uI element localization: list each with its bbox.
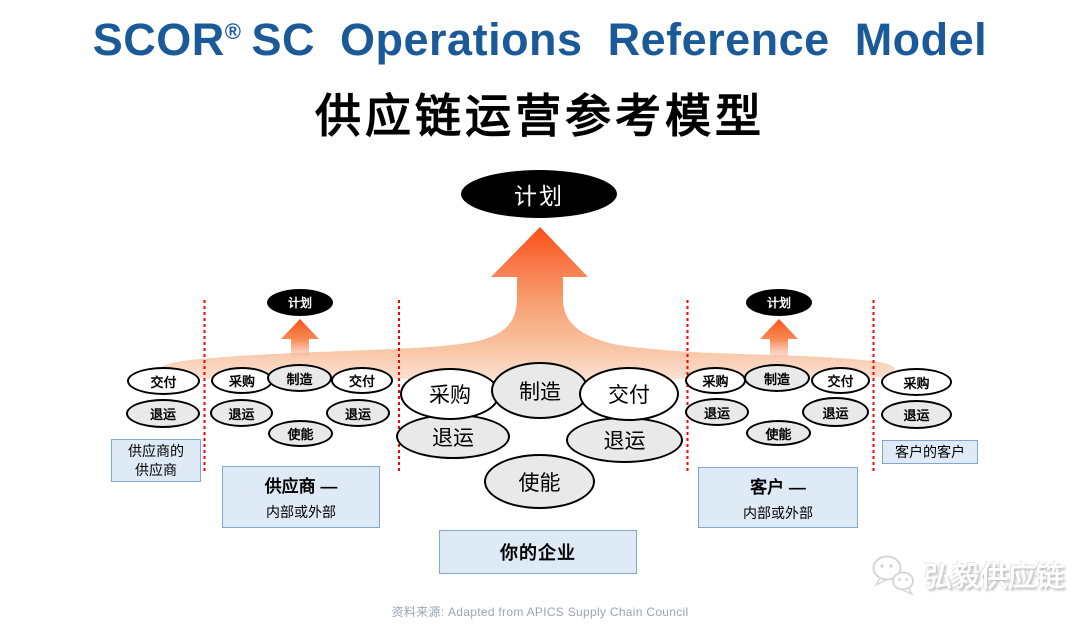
central-plan-arrow <box>491 227 588 277</box>
supplier-label-sub: 内部或外部 <box>266 504 336 520</box>
company-make-ellipse: 制造 <box>491 362 589 419</box>
company-return-right-ellipse: 退运 <box>566 417 683 463</box>
suppliers-supplier-deliver-ellipse: 交付 <box>127 367 200 395</box>
customer-label-title: 客户 — <box>750 477 806 497</box>
customers-customer-source-ellipse: 采购 <box>881 368 952 396</box>
suppliers-supplier-label-line2: 供应商 <box>135 461 177 478</box>
plan-ellipse-center: 计划 <box>461 170 617 218</box>
customers-customer-label: 客户的客户 <box>882 440 978 464</box>
your-company-label: 你的企业 <box>500 543 576 563</box>
customer-return-right-ellipse: 退运 <box>802 397 869 427</box>
company-source-ellipse: 采购 <box>400 368 500 420</box>
company-deliver-ellipse: 交付 <box>579 367 679 421</box>
watermark-brand: 弘毅供应链 <box>870 554 1064 596</box>
plan-ellipse-supplier: 计划 <box>267 289 333 316</box>
customers-customer-return-ellipse: 退运 <box>881 400 952 429</box>
page-subtitle: 供应链运营参考模型 <box>315 90 765 142</box>
supplier-return-right-ellipse: 退运 <box>326 399 390 427</box>
suppliers-supplier-label: 供应商的 供应商 <box>111 439 201 482</box>
suppliers-supplier-label-line1: 供应商的 <box>128 442 184 459</box>
source-attribution: 资料来源: Adapted from APICS Supply Chain Co… <box>391 605 689 619</box>
plan-ellipse-customer: 计划 <box>746 289 812 316</box>
supplier-deliver-ellipse: 交付 <box>331 367 393 394</box>
company-enable-ellipse: 使能 <box>484 454 595 509</box>
customer-make-ellipse: 制造 <box>744 364 810 392</box>
customer-plan-arrow <box>760 319 798 361</box>
supplier-label-title: 供应商 — <box>264 477 338 496</box>
wechat-icon <box>872 555 915 596</box>
supplier-source-ellipse: 采购 <box>211 367 273 394</box>
title-scor: SCOR <box>92 14 225 65</box>
customer-label-sub: 内部或外部 <box>743 504 813 521</box>
customer-return-left-ellipse: 退运 <box>685 398 749 426</box>
company-return-left-ellipse: 退运 <box>396 414 510 459</box>
registered-mark: ® <box>224 19 242 44</box>
supplier-enable-ellipse: 使能 <box>268 420 333 447</box>
page-title: SCOR® SC Operations Reference Model <box>0 14 1080 66</box>
supplier-plan-arrow <box>281 319 319 361</box>
title-rest: SC Operations Reference Model <box>251 14 988 65</box>
supplier-return-left-ellipse: 退运 <box>210 399 273 427</box>
watermark-brand-text: 弘毅供应链 <box>923 561 1064 592</box>
customer-source-ellipse: 采购 <box>685 367 746 394</box>
customer-deliver-ellipse: 交付 <box>811 367 870 394</box>
your-company-label-box: 你的企业 <box>439 530 637 574</box>
suppliers-supplier-return-ellipse: 退运 <box>126 399 200 428</box>
customer-label-box: 客户 — 内部或外部 <box>698 467 858 528</box>
supplier-label-box: 供应商 — 内部或外部 <box>222 466 380 528</box>
customer-enable-ellipse: 使能 <box>746 420 811 446</box>
supplier-make-ellipse: 制造 <box>267 364 332 392</box>
